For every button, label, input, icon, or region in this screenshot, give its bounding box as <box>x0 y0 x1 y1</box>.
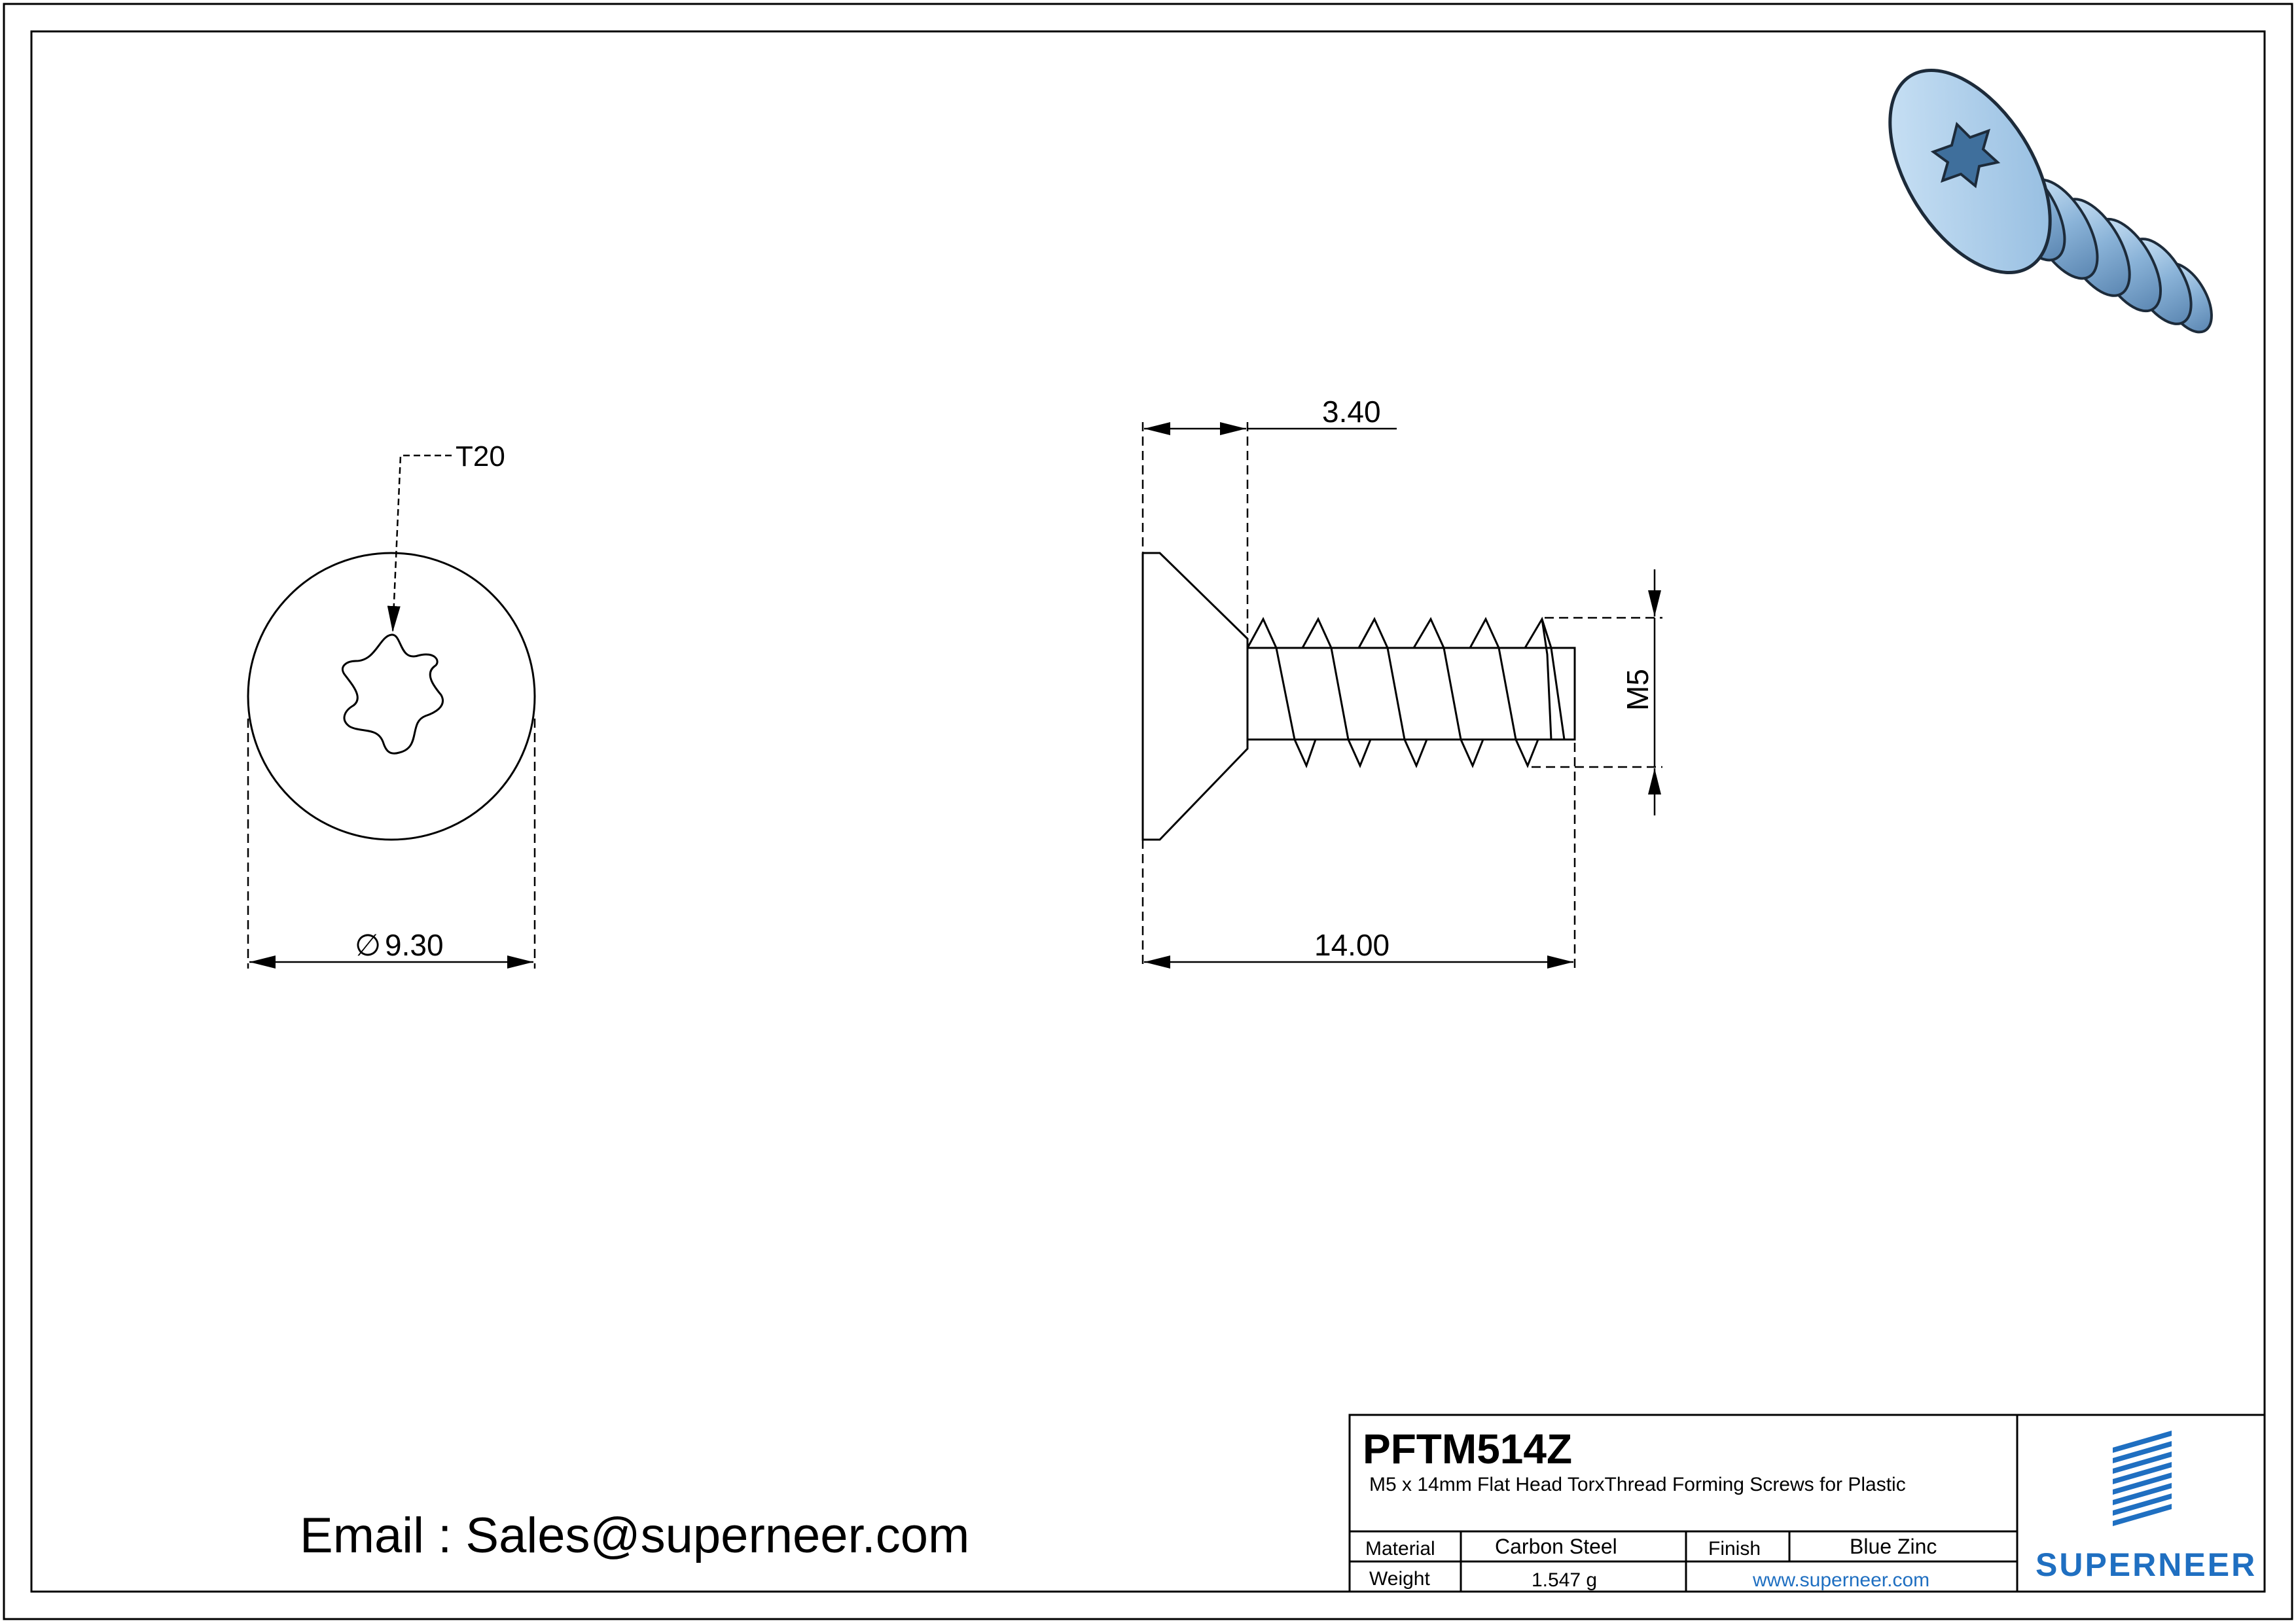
diameter-value: 9.30 <box>385 928 444 962</box>
weight-label: Weight <box>1369 1568 1430 1590</box>
thread-profile <box>1246 616 1575 769</box>
logo-text: SUPERNEER <box>2036 1546 2257 1583</box>
side-view: 3.40 14.00 M5 <box>1141 395 1662 969</box>
title-block <box>1348 1414 2266 1593</box>
superneer-logo-icon <box>2113 1431 2172 1526</box>
material-value: Carbon Steel <box>1495 1535 1617 1558</box>
head-height-value: 3.40 <box>1322 395 1381 429</box>
outer-border <box>3 3 2293 1620</box>
part-number: PFTM514Z <box>1363 1425 1572 1472</box>
drive-callout: T20 <box>456 440 505 473</box>
diameter-symbol: ∅ <box>355 928 381 962</box>
part-description: M5 x 14mm Flat Head TorxThread Forming S… <box>1369 1474 1906 1495</box>
finish-value: Blue Zinc <box>1850 1535 1937 1558</box>
finish-label: Finish <box>1708 1538 1761 1560</box>
torx-recess-icon <box>341 633 444 755</box>
website-link[interactable]: www.superneer.com <box>1752 1569 1929 1591</box>
thread-size-value: M5 <box>1621 669 1655 711</box>
front-view: T20 ∅ 9.30 <box>247 440 536 969</box>
screw-shank-core <box>1246 647 1576 741</box>
contact-email: Email : Sales@superneer.com <box>300 1508 969 1563</box>
screw-head-outline <box>247 552 536 841</box>
drive-leader-line <box>387 454 452 633</box>
render-torx-recess-icon <box>1930 122 2001 188</box>
screw-head-profile <box>1141 552 1249 841</box>
weight-value: 1.547 g <box>1532 1569 1597 1591</box>
length-value: 14.00 <box>1314 928 1390 962</box>
screw-3d-render <box>1888 69 2213 334</box>
material-label: Material <box>1365 1538 1435 1560</box>
inner-border <box>30 30 2266 1593</box>
